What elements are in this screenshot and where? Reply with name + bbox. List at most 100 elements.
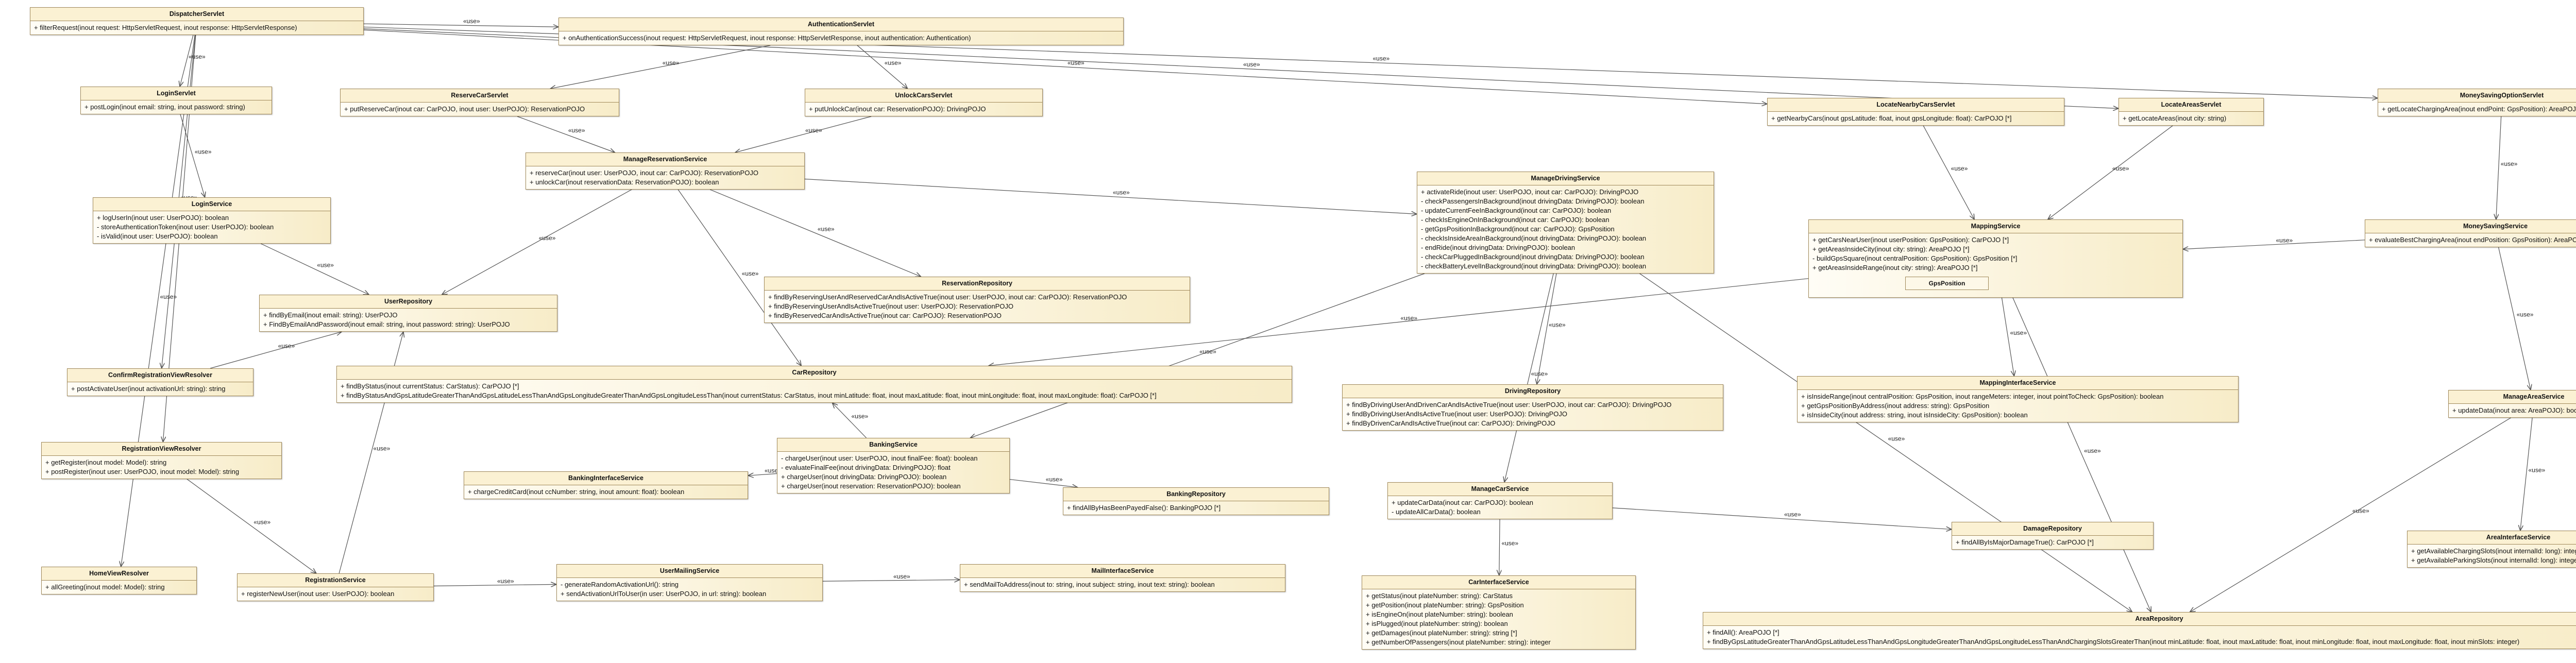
class-banking-service[interactable]: BankingService- chargeUser(inout user: U…: [777, 438, 1010, 494]
operation: + registerNewUser(inout user: UserPOJO):…: [241, 590, 395, 598]
class-title: UserRepository: [260, 295, 557, 309]
class-damage-repository[interactable]: DamageRepository+ findAllByIsMajorDamage…: [1952, 522, 2154, 550]
class-registration-view-resolver[interactable]: RegistrationViewResolver+ getRegister(in…: [41, 442, 282, 479]
operation: + isInsideCity(inout address: string, in…: [1801, 411, 2028, 419]
operation: + isPlugged(inout plateNumber: string): …: [1366, 620, 1508, 627]
operation: + findByReservingUserAndIsActiveTrue(ino…: [768, 302, 1013, 310]
operation: + findByReservingUserAndReservedCarAndIs…: [768, 293, 1127, 301]
class-locate-nearby-cars-servlet[interactable]: LocateNearbyCarsServlet+ getNearbyCars(i…: [1767, 98, 2064, 126]
operation: + getGpsPositionByAddress(inout address:…: [1801, 402, 1990, 410]
operations-compartment: + updateData(inout area: AreaPOJO): bool…: [2449, 404, 2576, 417]
operation: - chargeUser(inout user: UserPOJO, inout…: [781, 454, 978, 462]
class-money-saving-service[interactable]: MoneySavingService+ evaluateBestCharging…: [2365, 219, 2576, 247]
class-registration-service[interactable]: RegistrationService + registerNewUser(ino…: [237, 573, 434, 601]
class-manage-car-service[interactable]: ManageCarService+ updateCarData(inout ca…: [1387, 482, 1613, 519]
class-unlock-cars-servlet[interactable]: UnlockCarsServlet+ putUnlockCar(inout ca…: [805, 89, 1043, 116]
class-reservation-repository[interactable]: ReservationRepository+ findByReservingUs…: [764, 277, 1190, 323]
use-dependency-edge: [709, 189, 921, 277]
class-manage-area-service[interactable]: ManageAreaService+ updateData(inout area…: [2448, 390, 2576, 418]
class-money-saving-option-servlet[interactable]: MoneySavingOptionServlet+ getLocateCharg…: [2378, 89, 2576, 116]
class-mail-interface-service[interactable]: MailInterfaceService+ sendMailToAddress(…: [960, 564, 1285, 592]
use-dependency-edge: [2520, 417, 2533, 531]
class-title: MoneySavingOptionServlet: [2378, 89, 2576, 103]
operation: - buildGpsSquare(inout centralPosition: …: [1812, 254, 2018, 262]
class-login-servlet[interactable]: LoginServlet+ postLogin(inout email: str…: [80, 87, 272, 114]
class-car-repository[interactable]: CarRepository+ findByStatus(inout curren…: [336, 366, 1292, 403]
class-reserve-car-servlet[interactable]: ReserveCarServlet+ putReserveCar(inout c…: [340, 89, 619, 116]
class-mapping-interface-service[interactable]: MappingInterfaceService+ isInsideRange(i…: [1797, 376, 2239, 422]
operation: - isValid(inout user: UserPOJO): boolean: [97, 232, 218, 240]
use-dependency-edge: [2012, 297, 2151, 612]
class-dispatcher-servlet[interactable]: DispatcherServlet+ filterRequest(inout r…: [30, 7, 364, 35]
operation: + postLogin(inout email: string, inout p…: [84, 103, 245, 111]
class-title: CarInterfaceService: [1362, 576, 1635, 589]
class-banking-interface-service[interactable]: BankingInterfaceService+ chargeCreditCar…: [464, 471, 748, 499]
use-dependency-edge: [1537, 273, 1557, 384]
operations-compartment: + getCarsNearUser(inout userPosition: Gp…: [1809, 233, 2182, 297]
use-dependency-edge: [2190, 417, 2511, 612]
operation: + getPosition(inout plateNumber: string)…: [1366, 601, 1524, 609]
operation: - storeAuthenticationToken(inout user: U…: [97, 223, 274, 231]
class-title: DispatcherServlet: [30, 8, 363, 21]
operation: + updateData(inout area: AreaPOJO): bool…: [2452, 406, 2576, 414]
class-title: HomeViewResolver: [42, 567, 196, 581]
class-user-mailing-service[interactable]: UserMailingService- generateRandomActiva…: [556, 564, 823, 601]
class-title: BankingRepository: [1063, 488, 1329, 501]
operations-compartment: + getLocateAreas(inout city: string): [2119, 112, 2263, 125]
class-login-service[interactable]: LoginService+ logUserIn(inout user: User…: [93, 197, 331, 244]
class-area-interface-service[interactable]: AreaInterfaceService+ getAvailableChargi…: [2407, 531, 2576, 568]
operation: + getAreasInsideRange(inout city: string…: [1812, 264, 1978, 271]
operations-compartment: + putReserveCar(inout car: CarPOJO, inou…: [341, 103, 619, 116]
operations-compartment: + getStatus(inout plateNumber: string): …: [1362, 589, 1635, 649]
class-manage-driving-service[interactable]: ManageDrivingService+ activateRide(inout…: [1417, 172, 1714, 274]
operation: + sendActivationUrlToUser(in user: UserP…: [561, 590, 767, 598]
class-title: MappingInterfaceService: [1798, 377, 2238, 390]
class-home-view-resolver[interactable]: HomeViewResolver+ allGreeting(inout mode…: [41, 567, 197, 594]
operation: + findByGpsLatitudeGreaterThanAndGpsLati…: [1707, 638, 2520, 645]
use-dependency-edge: [121, 35, 195, 567]
operation: + logUserIn(inout user: UserPOJO): boole…: [97, 214, 229, 222]
use-dependency-edge: [857, 45, 908, 89]
operation: - updateAllCarData(): boolean: [1392, 508, 1481, 516]
operation: + findByStatus(inout currentStatus: CarS…: [341, 382, 519, 390]
use-dependency-edge: [735, 116, 872, 152]
operation: + putUnlockCar(inout car: ReservationPOJ…: [809, 105, 986, 113]
class-title: MoneySavingService: [2365, 220, 2576, 233]
operation: + findByDrivingUserAndIsActiveTrue(inout…: [1346, 410, 1568, 418]
class-title: DrivingRepository: [1343, 385, 1723, 398]
class-area-repository[interactable]: AreaRepository+ findAll(): AreaPOJO [*]+…: [1703, 612, 2576, 649]
operation: + reserveCar(inout user: UserPOJO, inout…: [530, 169, 758, 177]
use-stereotype-label: «use»: [568, 127, 585, 134]
class-title: ManageReservationService: [526, 153, 804, 166]
operations-compartment: + sendMailToAddress(inout to: string, in…: [960, 578, 1285, 591]
use-dependency-edge: [210, 332, 342, 369]
operations-compartment: + findAllByIsMajorDamageTrue(): CarPOJO …: [1952, 536, 2153, 549]
operations-compartment: + onAuthenticationSuccess(inout request:…: [559, 31, 1123, 45]
class-banking-repository[interactable]: BankingRepository+ findAllByHasBeenPayed…: [1063, 487, 1329, 515]
operation: + chargeUser(inout reservation: Reservat…: [781, 482, 961, 490]
operation: + findByEmail(inout email: string): User…: [263, 311, 398, 319]
class-mapping-service[interactable]: MappingService+ getCarsNearUser(inout us…: [1808, 219, 2183, 298]
operations-compartment: + logUserIn(inout user: UserPOJO): boole…: [93, 211, 330, 243]
operation: + findByDrivenCarAndIsActiveTrue(inout c…: [1346, 419, 1555, 427]
use-stereotype-label: «use»: [2517, 311, 2534, 318]
use-dependency-edge: [1639, 273, 2132, 612]
operations-compartment: + findByReservingUserAndReservedCarAndIs…: [765, 291, 1190, 322]
operations-compartment: + evaluateBestChargingArea(inout endPosi…: [2365, 233, 2576, 247]
class-title: UserMailingService: [557, 565, 822, 578]
class-manage-reservation-service[interactable]: ManageReservationService + reserveCar(ino…: [526, 152, 805, 190]
operation: + putReserveCar(inout car: CarPOJO, inou…: [344, 105, 585, 113]
class-title: MailInterfaceService: [960, 565, 1285, 578]
class-driving-repository[interactable]: DrivingRepository+ findByDrivingUserAndD…: [1342, 384, 1723, 431]
operation: - checkPassengersInBackground(inout driv…: [1421, 197, 1645, 205]
operations-compartment: + updateCarData(inout car: CarPOJO): boo…: [1388, 496, 1612, 519]
class-user-repository[interactable]: UserRepository + findByEmail(inout email:…: [259, 295, 557, 332]
class-title: RegistrationService: [238, 574, 433, 587]
class-authentication-servlet[interactable]: AuthenticationServlet+ onAuthenticationS…: [558, 18, 1124, 45]
nested-class-gps-position[interactable]: GpsPosition: [1905, 277, 1989, 290]
use-dependency-edge: [2048, 125, 2173, 219]
class-locate-areas-servlet[interactable]: LocateAreasServlet+ getLocateAreas(inout…: [2119, 98, 2264, 126]
class-car-interface-service[interactable]: CarInterfaceService+ getStatus(inout pla…: [1362, 575, 1636, 650]
class-confirm-registration-view-resolver[interactable]: ConfirmRegistrationViewResolver+ postAct…: [67, 368, 253, 396]
operations-compartment: + findAll(): AreaPOJO [*]+ findByGpsLati…: [1703, 626, 2576, 649]
